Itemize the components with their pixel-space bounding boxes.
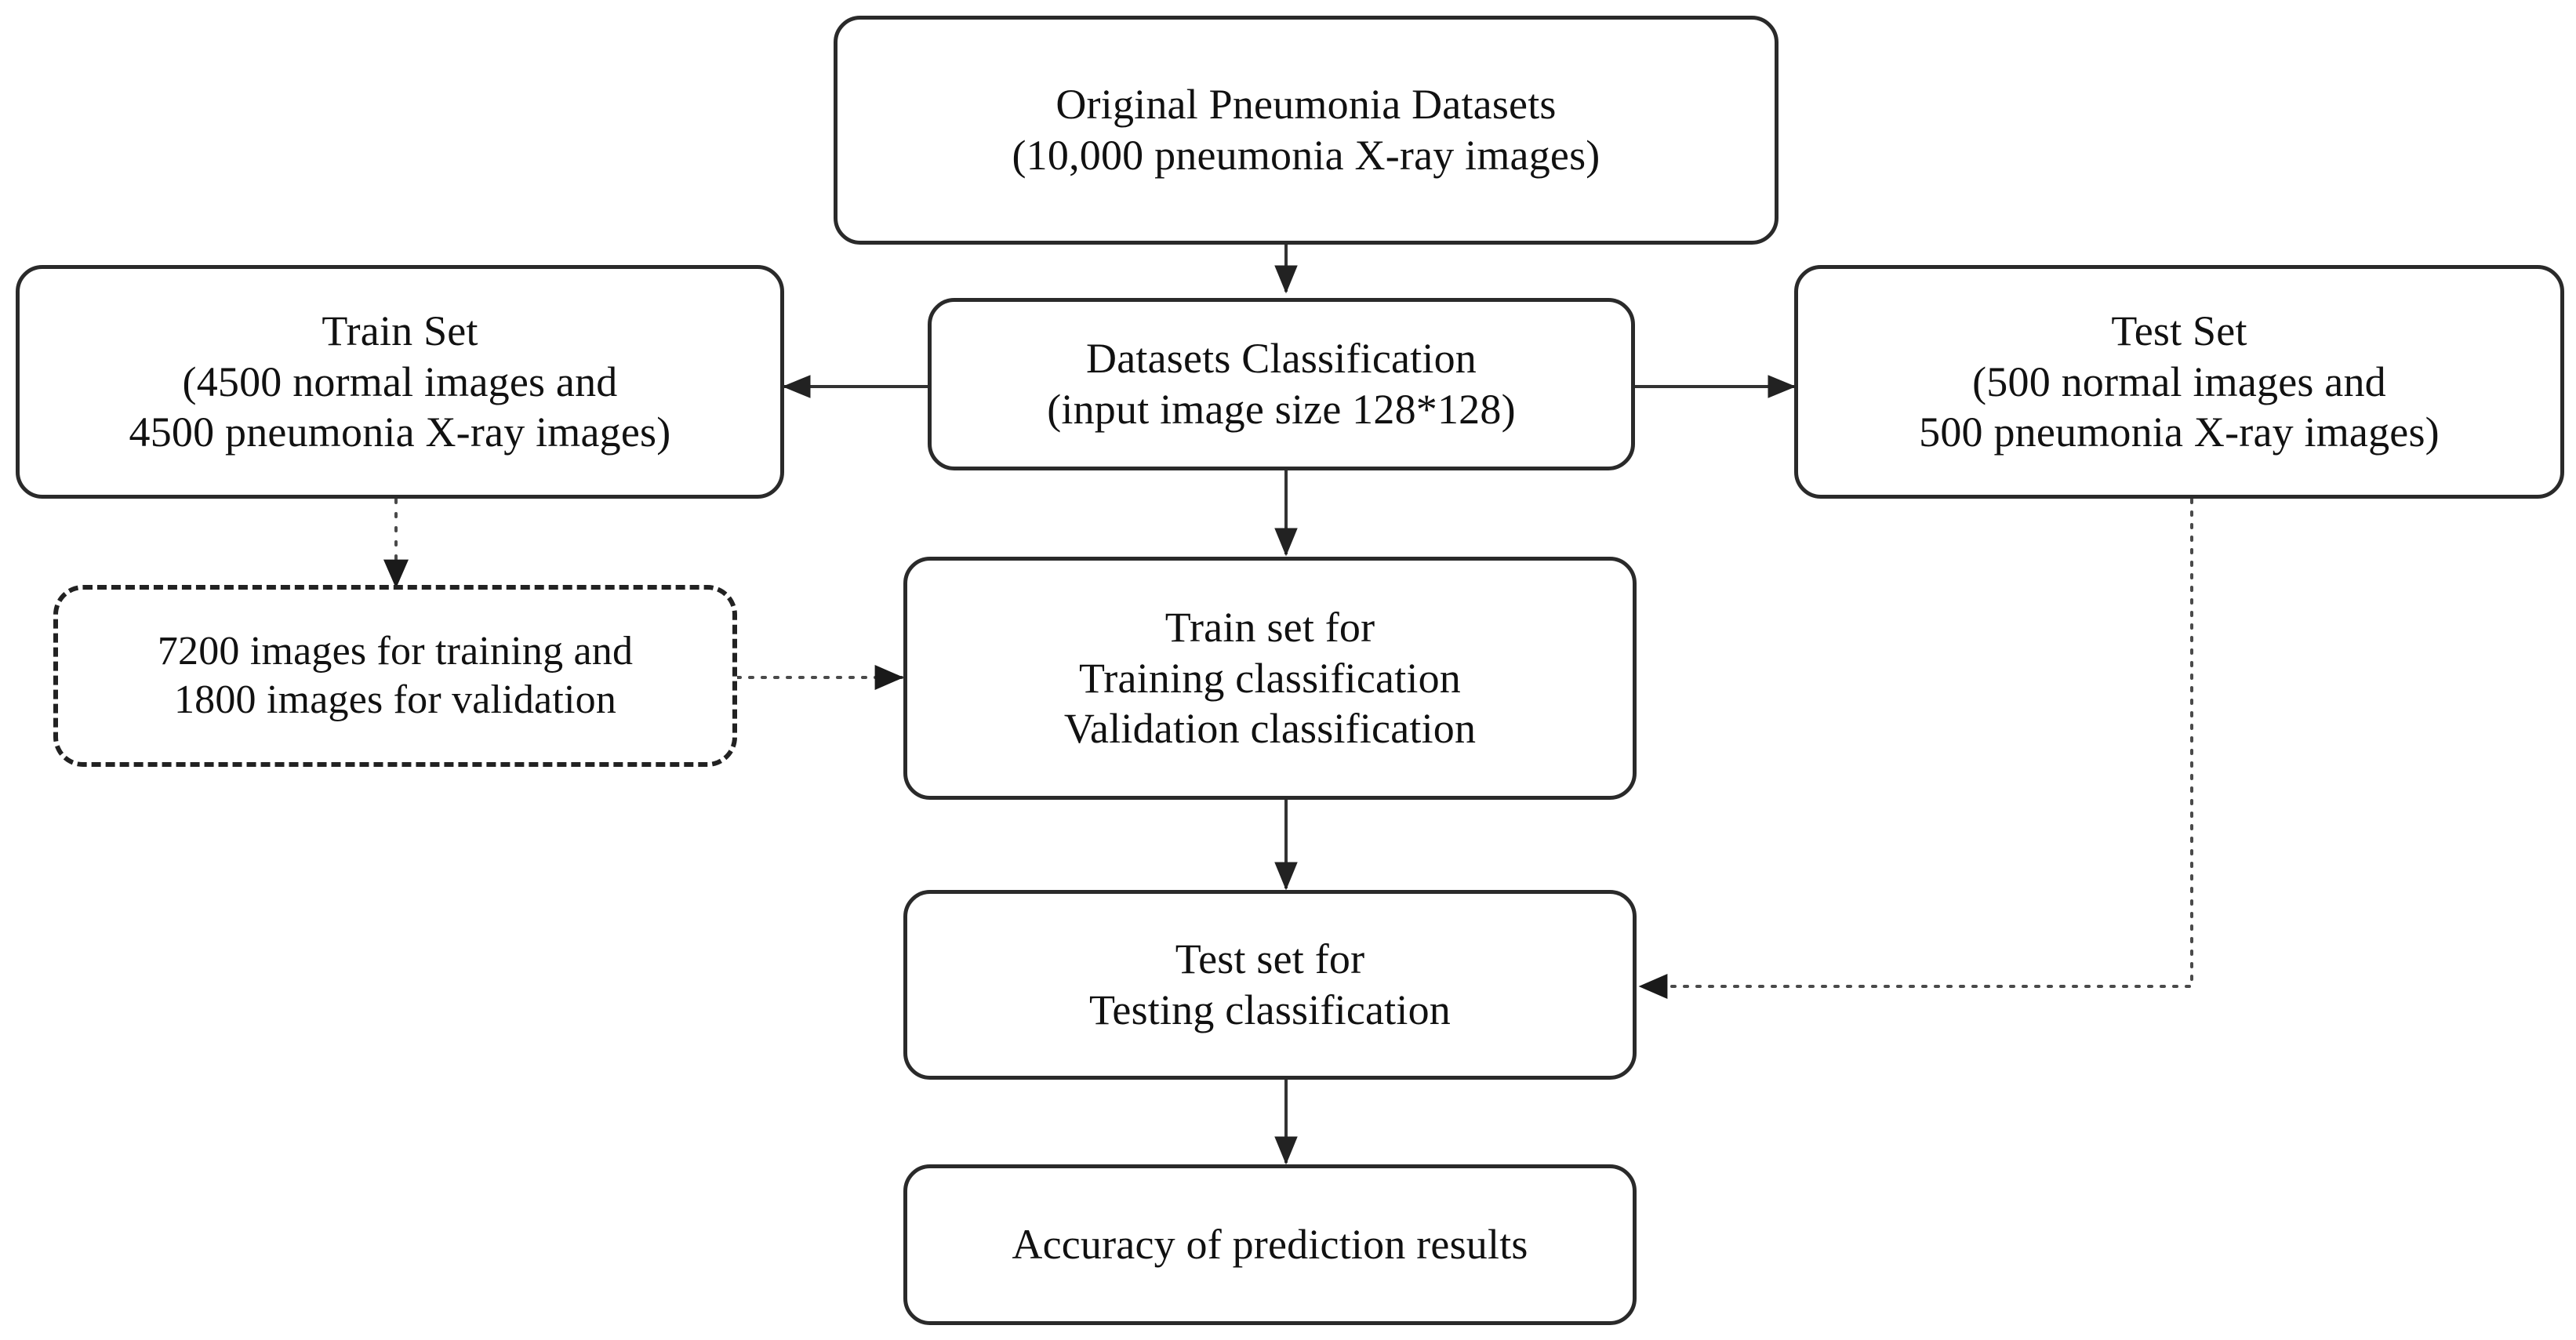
accuracy-line-1: Accuracy of prediction results: [1012, 1221, 1528, 1269]
split-line-1: 7200 images for training and: [157, 628, 634, 674]
train-for-line-2: Training classification: [1078, 654, 1462, 702]
test-for-line-1: Test set for: [1175, 935, 1365, 983]
original-line-2: (10,000 pneumonia X-ray images): [1012, 132, 1600, 179]
node-train-set[interactable]: Train Set (4500 normal images and 4500 p…: [16, 265, 784, 499]
classification-line-1: Datasets Classification: [1086, 335, 1477, 383]
node-original-pneumonia-datasets[interactable]: Original Pneumonia Datasets (10,000 pneu…: [834, 16, 1778, 245]
original-line-1: Original Pneumonia Datasets: [1055, 81, 1557, 129]
node-test-set[interactable]: Test Set (500 normal images and 500 pneu…: [1794, 265, 2564, 499]
train-set-line-1: Train Set: [322, 307, 478, 354]
node-test-set-for-classification[interactable]: Test set for Testing classification: [903, 890, 1637, 1080]
node-train-validation-split[interactable]: 7200 images for training and 1800 images…: [53, 585, 737, 767]
edge-test-set-to-test-for: [1638, 498, 2193, 1000]
node-train-set-for-classification[interactable]: Train set for Training classification Va…: [903, 557, 1637, 800]
train-for-line-1: Train set for: [1164, 603, 1375, 651]
train-for-line-3: Validation classification: [1063, 705, 1477, 753]
test-set-line-3: 500 pneumonia X-ray images): [1919, 409, 2440, 456]
test-set-line-1: Test Set: [2111, 307, 2247, 354]
classification-line-2: (input image size 128*128): [1047, 386, 1516, 433]
train-set-line-3: 4500 pneumonia X-ray images): [129, 409, 671, 456]
split-line-2: 1800 images for validation: [173, 677, 617, 722]
train-set-line-2: (4500 normal images and: [182, 358, 618, 405]
node-accuracy-of-prediction-results[interactable]: Accuracy of prediction results: [903, 1164, 1637, 1325]
node-datasets-classification[interactable]: Datasets Classification (input image siz…: [928, 298, 1635, 470]
test-for-line-2: Testing classification: [1088, 986, 1451, 1033]
test-set-line-2: (500 normal images and: [1972, 358, 2386, 405]
